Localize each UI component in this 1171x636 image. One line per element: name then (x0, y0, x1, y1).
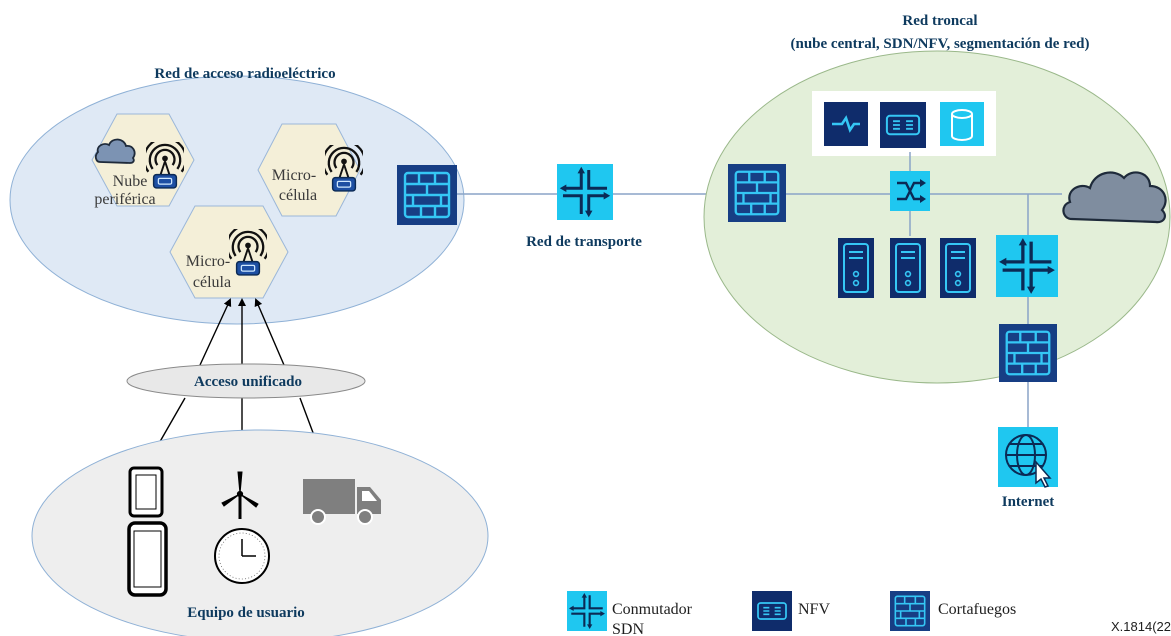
micro-cell-lower: Micro- célula (169, 205, 289, 299)
ran-firewall-icon (397, 165, 457, 225)
core-top-icons (824, 102, 984, 148)
transport-label: Red de transporte (526, 234, 642, 250)
transport-sdn-switch-icon (557, 164, 613, 220)
clock-icon (214, 528, 270, 584)
unified-access-label: Acceso unificado (194, 374, 302, 390)
tablet-icon (128, 466, 164, 518)
legend-nfv-label: NFV (798, 601, 830, 618)
truck-icon (303, 479, 381, 525)
server-icon-2 (890, 236, 926, 300)
legend-nfv-icon (752, 591, 792, 631)
micro-cell-lower-label-line2: célula (193, 274, 231, 291)
edge-cloud-label-line2: periférica (94, 191, 155, 208)
unified-access: Acceso unificado (126, 363, 366, 399)
transport-network: Red de transporte (457, 164, 728, 250)
router-icon (824, 102, 868, 146)
external-cloud-icon (1062, 171, 1167, 224)
internet-firewall-icon (999, 324, 1057, 382)
smartphone-icon (127, 521, 168, 597)
micro-cell-right: Micro- célula (257, 123, 363, 217)
micro-cell-right-label-line1: Micro- (272, 167, 316, 184)
internet-label: Internet (1002, 494, 1055, 510)
wind-turbine-icon (221, 471, 259, 519)
globe-graphic (1005, 434, 1047, 476)
legend-sdn-label-line2: SDN (612, 621, 644, 636)
cloud-icon (94, 138, 136, 164)
user-equipment: Equipo de usuario (31, 429, 489, 636)
ran-title: Red de acceso radioeléctrico (154, 66, 335, 82)
micro-cell-right-label-line2: célula (279, 187, 317, 204)
core-switch-icon (890, 171, 930, 211)
server-icon-3 (940, 236, 976, 300)
legend-firewall-label: Cortafuegos (938, 601, 1016, 618)
legend-sdn-icon (567, 591, 607, 631)
legend-firewall-icon (890, 591, 930, 631)
nfv-icon (880, 102, 926, 148)
core-title-line2: (nube central, SDN/NFV, segmentación de … (790, 36, 1089, 52)
legend: Conmutador SDN NFV Cortafuegos (567, 591, 1016, 636)
edge-cloud-cell: Nube periférica (91, 113, 195, 208)
unified-access-ellipse (126, 363, 366, 399)
cursor-icon (1035, 460, 1052, 488)
internet-node: Internet (998, 427, 1058, 510)
legend-sdn-label-line1: Conmutador (612, 601, 693, 618)
micro-cell-lower-label-line1: Micro- (186, 253, 230, 270)
edge-cloud-label-line1: Nube (113, 173, 148, 190)
radio-access-network: Red de acceso radioeléctrico Nube perifé… (9, 66, 465, 325)
user-equipment-label: Equipo de usuario (187, 605, 305, 621)
server-icon-1 (838, 236, 874, 300)
core-title-line1: Red troncal (902, 13, 977, 29)
core-firewall-icon (728, 164, 786, 222)
core-network: Red troncal (nube central, SDN/NFV, segm… (703, 13, 1171, 434)
figure-id: X.1814(22 (1111, 619, 1171, 634)
core-sdn-switch-icon (996, 234, 1058, 298)
database-icon (940, 102, 984, 146)
